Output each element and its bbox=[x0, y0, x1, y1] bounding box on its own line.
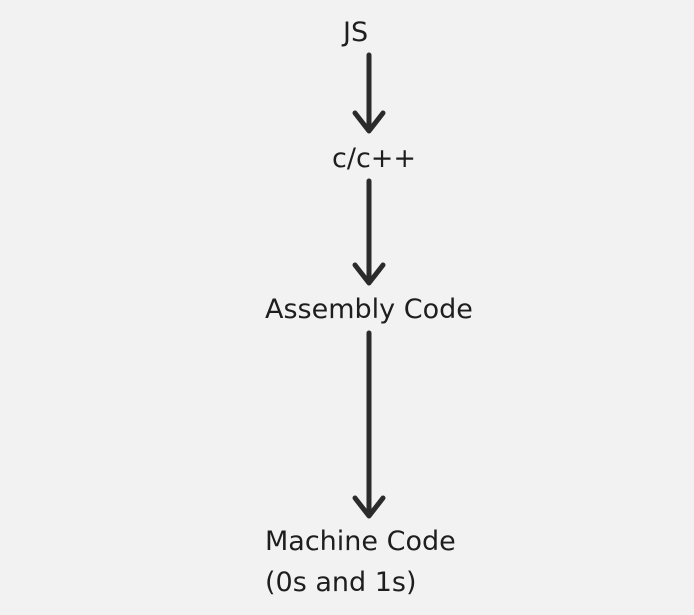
node-machine-code-label: Machine Code bbox=[265, 526, 456, 557]
arrow-js-to-c bbox=[352, 52, 386, 134]
node-c-cpp-label: c/c++ bbox=[332, 143, 417, 174]
node-machine-code-sublabel: (0s and 1s) bbox=[265, 567, 417, 598]
node-js-label: JS bbox=[343, 17, 369, 48]
arrow-c-to-assembly bbox=[352, 178, 386, 286]
node-assembly-code-label: Assembly Code bbox=[265, 294, 473, 325]
arrow-assembly-to-machine bbox=[352, 330, 386, 519]
